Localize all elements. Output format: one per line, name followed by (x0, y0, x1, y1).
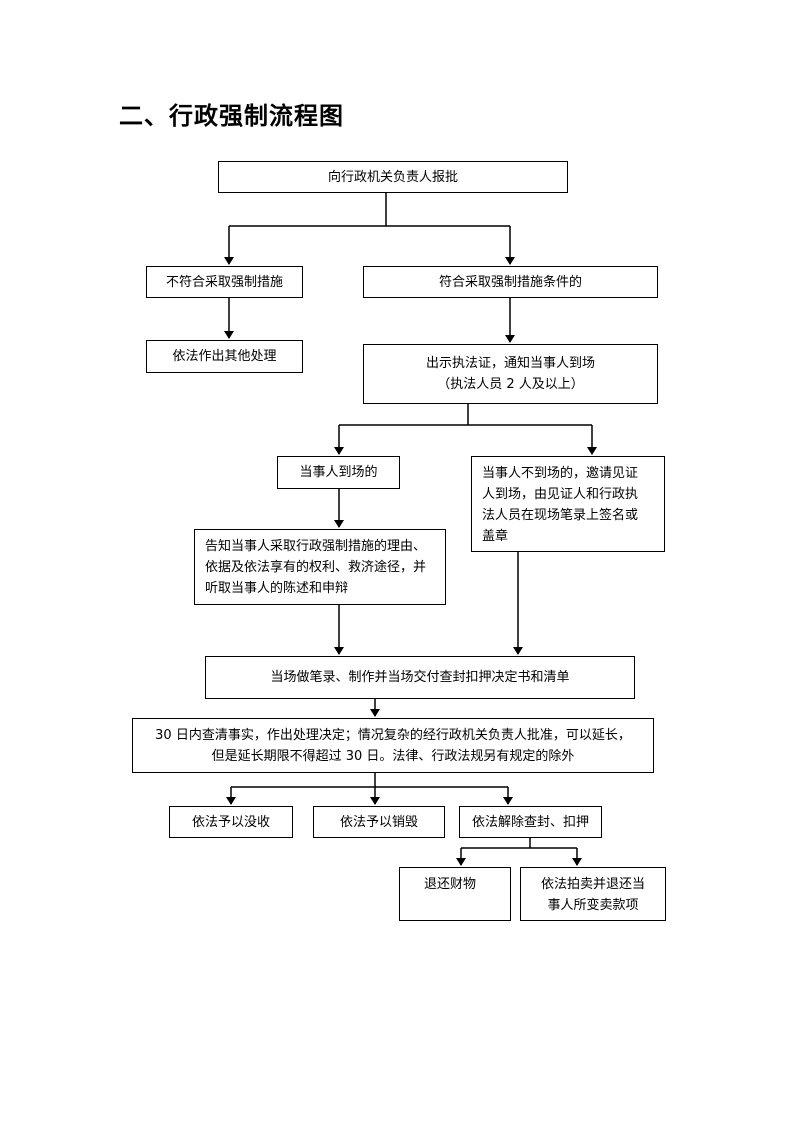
node-absent: 当事人不到场的，邀请见证 人到场，由见证人和行政执 法人员在现场笔录上签名或 盖… (471, 456, 665, 552)
node-release: 依法解除查封、扣押 (459, 806, 602, 838)
node-inform-line: 听取当事人的陈述和申辩 (205, 581, 349, 596)
node-present: 当事人到场的 (277, 456, 400, 489)
node-confiscate: 依法予以没收 (169, 806, 293, 838)
node-show-cert-line: （执法人员 2 人及以上） (437, 377, 584, 392)
node-decide-line: 但是延长期限不得超过 30 日。法律、行政法规另有规定的除外 (211, 748, 575, 764)
node-destroy-label: 依法予以销毁 (339, 814, 418, 830)
node-report: 向行政机关负责人报批 (218, 161, 568, 193)
node-absent-line: 人到场，由见证人和行政执 (482, 487, 639, 502)
node-inform-line: 告知当事人采取行政强制措施的理由、 (205, 539, 427, 554)
node-release-label: 依法解除查封、扣押 (471, 814, 589, 830)
node-not-meet: 不符合采取强制措施 (146, 266, 303, 298)
node-report-label: 向行政机关负责人报批 (327, 169, 458, 185)
node-auction-line: 依法拍卖并退还当 (540, 877, 645, 892)
node-absent-line: 法人员在现场笔录上签名或 (482, 508, 639, 523)
node-record-label: 当场做笔录、制作并当场交付查封扣押决定书和清单 (270, 670, 570, 685)
node-other: 依法作出其他处理 (146, 340, 303, 373)
node-show-cert-line: 出示执法证，通知当事人到场 (425, 356, 595, 371)
node-auction-line: 事人所变卖款项 (547, 898, 639, 913)
node-return: 退还财物 (399, 867, 511, 921)
node-inform: 告知当事人采取行政强制措施的理由、 依据及依法享有的权利、救济途径，并 听取当事… (194, 529, 446, 605)
node-not-meet-label: 不符合采取强制措施 (165, 274, 283, 290)
node-meet-label: 符合采取强制措施条件的 (438, 274, 582, 290)
node-absent-line: 当事人不到场的，邀请见证 (482, 466, 639, 481)
node-confiscate-label: 依法予以没收 (191, 814, 270, 830)
page-title: 二、行政强制流程图 (119, 102, 344, 130)
node-other-label: 依法作出其他处理 (172, 349, 277, 364)
node-meet: 符合采取强制措施条件的 (363, 266, 658, 298)
node-decide-line: 30 日内查清事实，作出处理决定；情况复杂的经行政机关负责人批准，可以延长， (155, 727, 631, 743)
node-absent-line: 盖章 (482, 529, 509, 544)
node-auction: 依法拍卖并退还当 事人所变卖款项 (520, 867, 666, 921)
node-inform-line: 依据及依法享有的权利、救济途径，并 (205, 560, 427, 575)
node-decide: 30 日内查清事实，作出处理决定；情况复杂的经行政机关负责人批准，可以延长， 但… (132, 718, 654, 773)
node-show-cert: 出示执法证，通知当事人到场 （执法人员 2 人及以上） (363, 344, 658, 404)
node-present-label: 当事人到场的 (299, 465, 378, 480)
node-return-label: 退还财物 (424, 877, 477, 892)
node-record: 当场做笔录、制作并当场交付查封扣押决定书和清单 (205, 656, 635, 699)
node-destroy: 依法予以销毁 (313, 806, 445, 838)
